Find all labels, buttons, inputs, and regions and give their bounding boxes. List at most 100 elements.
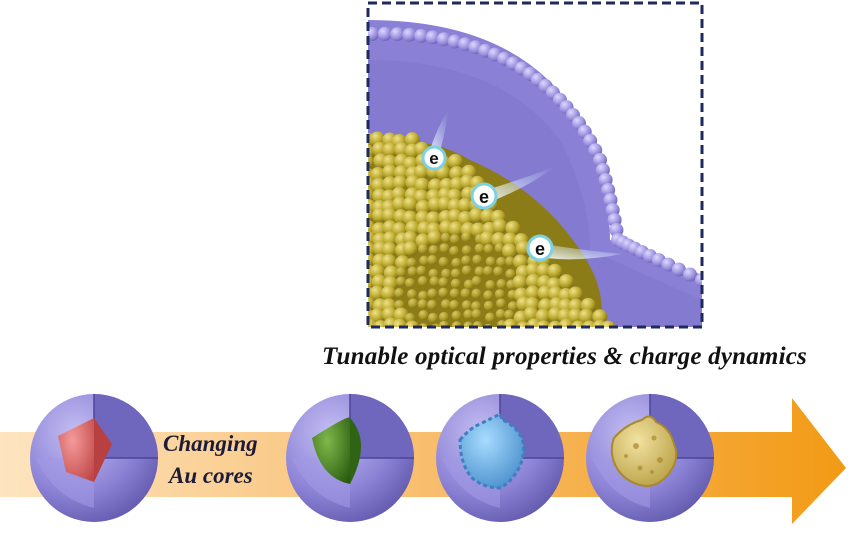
gold-atom: [450, 268, 461, 279]
particle-gold-core: [586, 394, 714, 522]
electron-1: e: [421, 110, 448, 171]
gold-atom: [380, 285, 396, 301]
gold-atom: [463, 309, 474, 320]
gold-atom: [439, 243, 450, 254]
gold-atom: [483, 300, 494, 311]
gold-atom: [502, 243, 518, 259]
gold-atom: [491, 232, 507, 248]
gold-atom: [525, 262, 541, 278]
gold-atom: [415, 199, 431, 215]
gold-atom: [429, 276, 440, 287]
gold-atom: [507, 301, 518, 312]
gold-atom: [395, 255, 411, 271]
gold-atom: [558, 318, 574, 327]
gold-atom: [496, 256, 507, 267]
gold-atom: [504, 309, 515, 320]
gold-atom: [483, 290, 494, 301]
arrow-label-line1: Changing: [163, 431, 258, 456]
gold-atom: [493, 266, 504, 277]
electron-1-label: e: [429, 149, 438, 168]
gold-atom: [438, 256, 449, 267]
shell-bead: [447, 34, 462, 49]
gold-atom: [427, 299, 438, 310]
gold-atom: [502, 232, 518, 248]
gold-atom: [393, 307, 409, 323]
gold-atom: [407, 266, 418, 277]
inset-border: [366, 1, 704, 329]
shell-bead: [402, 27, 417, 42]
green-triangular-core: [312, 417, 350, 484]
gold-atom: [406, 289, 417, 300]
gold-atom: [592, 309, 608, 325]
gold-atom: [438, 311, 449, 322]
gold-atom: [494, 289, 505, 300]
gold-atom: [392, 196, 408, 212]
gold-atom: [382, 142, 398, 158]
gold-atom: [479, 231, 495, 247]
gold-atom: [482, 265, 493, 276]
gold-atom: [523, 306, 539, 322]
gold-porous-core: [610, 415, 678, 488]
gold-atom: [451, 257, 462, 268]
electron-3-label: e: [535, 239, 545, 259]
gold-atom: [402, 196, 418, 212]
gold-atom: [428, 268, 439, 279]
gold-atom: [484, 312, 495, 323]
magnified-inset: e e e: [366, 1, 704, 329]
gold-atom: [483, 323, 493, 327]
gold-atom: [404, 320, 420, 327]
gold-atom: [472, 254, 483, 265]
shell-bead: [695, 273, 702, 287]
gold-atom: [402, 241, 418, 257]
gold-atom: [570, 320, 586, 327]
red-triangular-core: [58, 418, 94, 482]
electron-3: e: [526, 234, 622, 262]
gold-atom: [368, 207, 375, 223]
gold-atom: [451, 310, 462, 321]
gold-atom: [525, 273, 541, 289]
gold-atom: [449, 166, 465, 182]
gold-atom: [502, 318, 518, 327]
gold-atom: [404, 132, 420, 148]
gold-atom: [369, 308, 385, 324]
gold-atom: [448, 221, 464, 237]
gold-atom: [440, 232, 451, 243]
shell-bead: [661, 257, 676, 272]
gold-atom: [414, 177, 430, 193]
gold-atom: [441, 268, 452, 279]
shell-bead: [436, 32, 451, 47]
gold-atom: [483, 243, 494, 254]
gold-atom: [505, 256, 516, 267]
gold-atom: [578, 308, 594, 324]
gold-atom: [382, 164, 398, 180]
gold-atom: [417, 244, 428, 255]
gold-atom: [449, 234, 460, 245]
gold-atom: [485, 256, 496, 267]
gold-atom: [535, 320, 551, 327]
gold-atom: [567, 286, 583, 302]
gold-atom: [438, 277, 449, 288]
gold-atom: [417, 276, 428, 287]
gold-atom: [449, 245, 460, 256]
gold-atom: [449, 299, 460, 310]
gold-atom: [419, 255, 430, 266]
shell-bead: [414, 28, 429, 43]
gold-atom: [440, 299, 451, 310]
gold-atom: [438, 287, 449, 298]
gold-atom: [427, 312, 438, 323]
gold-atom: [505, 268, 516, 279]
blue-rough-core: [458, 411, 526, 490]
gold-atom: [495, 309, 506, 320]
gold-atom: [525, 285, 541, 301]
gold-atom: [496, 298, 507, 309]
gold-atom: [428, 245, 439, 256]
gold-atom: [416, 265, 427, 276]
gold-atom: [381, 254, 397, 270]
gold-atom: [450, 278, 461, 289]
gold-atom: [405, 277, 416, 288]
gold-atom: [547, 263, 563, 279]
gold-atom: [418, 290, 429, 301]
gold-atom: [396, 267, 407, 278]
gold-atom: [438, 320, 449, 327]
